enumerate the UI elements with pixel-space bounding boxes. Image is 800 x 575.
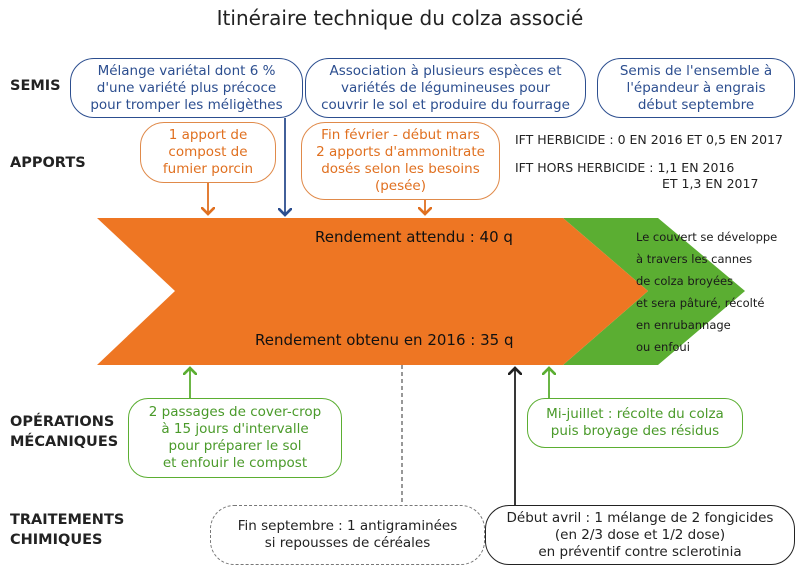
semis-box-melange: Mélange variétal dont 6 %d'une variété p… (70, 58, 303, 118)
traitement-box-fongicides: Début avril : 1 mélange de 2 fongicides(… (485, 505, 795, 565)
ift-herbicide: IFT HERBICIDE : 0 EN 2016 ET 0,5 EN 2017 (515, 132, 783, 147)
orange-arrow (97, 218, 648, 365)
row-label-semis: SEMIS (10, 78, 61, 94)
ift-hors-herbicide: IFT HORS HERBICIDE : 1,1 EN 2016 (515, 160, 735, 175)
ift-hors-herbicide-2017: ET 1,3 EN 2017 (662, 176, 759, 191)
rendement-attendu: Rendement attendu : 40 q (315, 228, 513, 246)
rendement-obtenu: Rendement obtenu en 2016 : 35 q (255, 331, 514, 349)
green-chevron (563, 218, 745, 365)
row-label-apports: APPORTS (10, 155, 86, 171)
page-title: Itinéraire technique du colza associé (216, 6, 584, 30)
